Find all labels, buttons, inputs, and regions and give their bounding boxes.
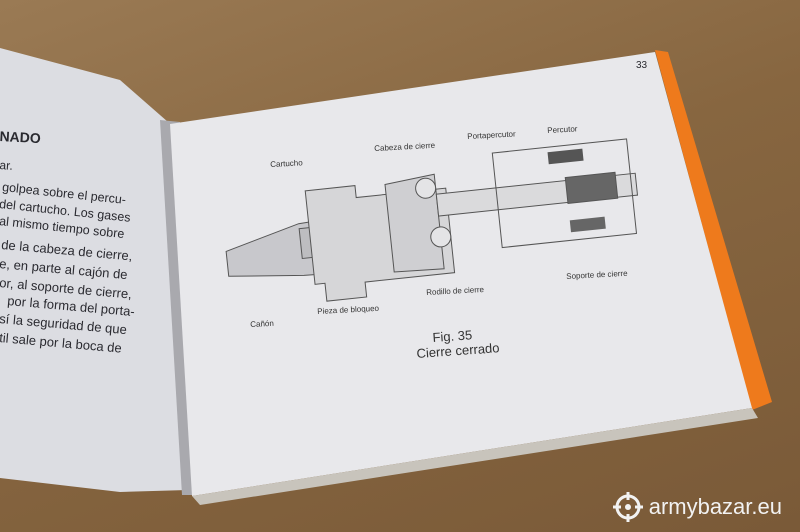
right-page-orange-edge <box>655 50 772 410</box>
label-canon: Cañón <box>250 318 275 329</box>
left-page-heading: NADO <box>0 128 42 147</box>
page-number: 33 <box>636 60 648 71</box>
text-line: ar. <box>0 158 14 173</box>
label-cartucho: Cartucho <box>270 158 303 169</box>
crosshair-icon <box>612 492 643 522</box>
left-page <box>0 48 188 492</box>
book-bottom-edge <box>192 408 758 505</box>
bolt-diagram <box>225 138 639 302</box>
watermark: armybazar.eu <box>612 492 782 522</box>
roller-bottom <box>430 226 452 248</box>
bolt-carrier <box>491 138 638 249</box>
watermark-text: armybazar.eu <box>648 494 782 519</box>
right-page <box>170 52 752 496</box>
label-percutor: Percutor <box>547 124 578 135</box>
bolt-head <box>384 173 445 273</box>
spring <box>564 171 619 204</box>
roller-top <box>415 177 437 199</box>
